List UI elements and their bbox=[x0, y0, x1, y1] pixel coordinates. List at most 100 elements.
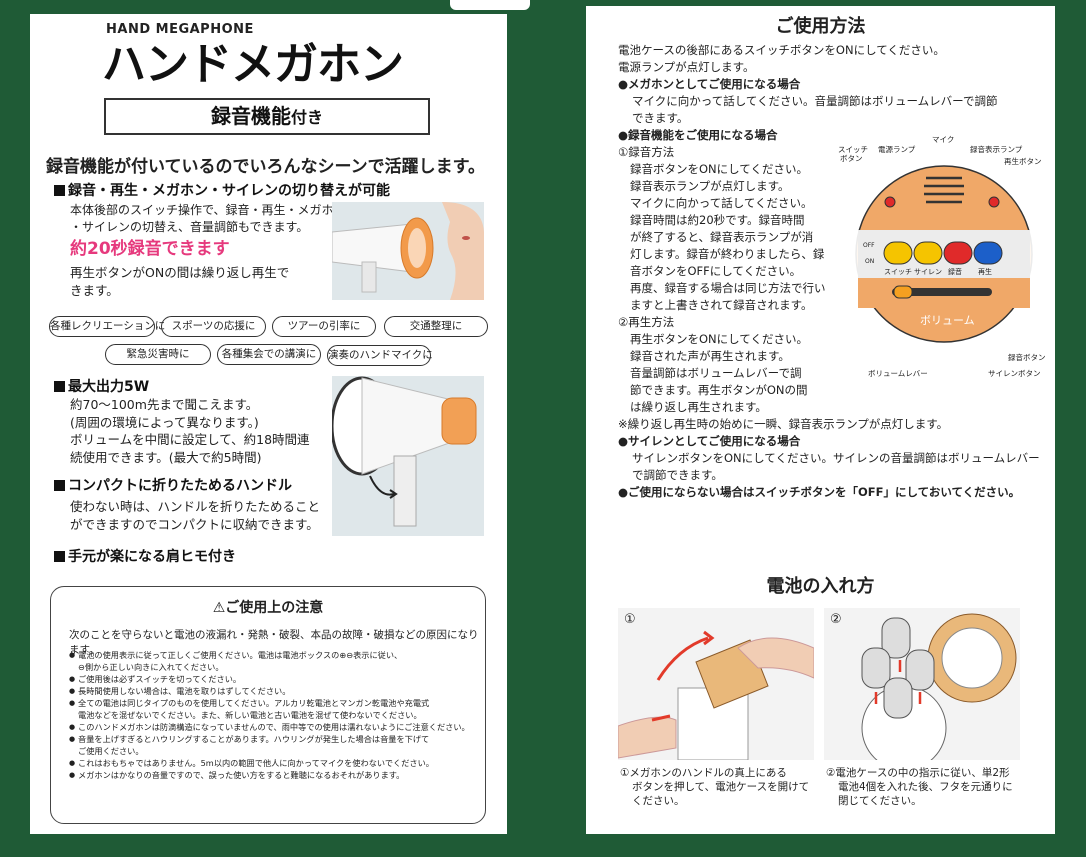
section-heading-output: 最大出力5W bbox=[54, 376, 149, 396]
battery-step1-image: ① bbox=[617, 608, 815, 761]
on-label: ON bbox=[865, 258, 875, 265]
btn-label-switch: スイッチ bbox=[884, 268, 912, 276]
text-line: 録音表示ランプが点灯します。 bbox=[630, 179, 790, 193]
text-line: ①メガホンのハンドルの真上にある bbox=[620, 767, 787, 779]
section-heading-switch: 録音・再生・メガホン・サイレンの切り替えが可能 bbox=[54, 180, 390, 200]
label-switch: スイッチ bbox=[838, 145, 868, 154]
text-line: 音量調節はボリュームレバーで調 bbox=[630, 366, 802, 380]
text-line: が終了すると、録音表示ランプが消 bbox=[630, 230, 814, 244]
pill-recreation: 各種レクリエーションに bbox=[49, 316, 165, 337]
battery-step2-image: ② bbox=[824, 608, 1020, 771]
battery-title: 電池の入れ方 bbox=[766, 576, 875, 597]
label-switch-2: ボタン bbox=[840, 154, 863, 163]
text-line: 電源ランプが点灯します。 bbox=[618, 60, 755, 74]
text-line: 録音された声が再生されます。 bbox=[630, 349, 790, 363]
text-line: サイレンボタンをONにしてください。サイレンの音量調節はボリュームレバー bbox=[632, 451, 1040, 465]
text-line: ください。 bbox=[632, 795, 685, 807]
usage-title: ご使用方法 bbox=[775, 16, 866, 37]
caution-item: ご使用後は必ずスイッチを切ってください。 bbox=[69, 673, 479, 685]
text-line: 音ボタンをOFFにしてください。 bbox=[630, 264, 802, 278]
caution-box: ⚠ご使用上の注意 次のことを守らないと電池の液漏れ・発熱・破裂、本品の故障・破損… bbox=[50, 586, 486, 824]
recording-highlight: 約20秒録音できます bbox=[70, 239, 230, 259]
text-line: 節できます。再生ボタンがONの間 bbox=[630, 383, 808, 397]
label-volume-lever: ボリュームレバー bbox=[868, 369, 928, 378]
text-line: 約70〜100m先まで聞こえます。 bbox=[70, 397, 259, 412]
text-line: 本体後部のスイッチ操作で、録音・再生・メガホン bbox=[70, 203, 346, 217]
pill-performance: 演奏のハンドマイクに bbox=[327, 345, 433, 366]
caution-list: 電池の使用表示に従って正しくご使用ください。電池は電池ボックスの⊕⊖表示に従い、… bbox=[69, 649, 479, 781]
megaphone-photo-2 bbox=[332, 376, 484, 536]
insert-batteries-illustration bbox=[861, 613, 1017, 771]
folding-handle-illustration bbox=[332, 376, 484, 536]
step2-caption: ②電池ケースの中の指示に従い、単2形 電池4個を入れた後、フタを元通りに 閉じて… bbox=[826, 766, 1013, 808]
text-line: (周囲の環境によって異なります。) bbox=[70, 414, 259, 430]
text-line: 電池ケースの後部にあるスイッチボタンをONにしてください。 bbox=[618, 43, 945, 57]
megaphone-mode-heading: ●メガホンとしてご使用になる場合 bbox=[618, 77, 801, 91]
step2-number: ② bbox=[830, 612, 842, 627]
off-label: OFF bbox=[863, 242, 875, 249]
product-title: ハンドメガホン bbox=[102, 39, 404, 90]
text-line: 続使用できます。(最大で約5時間) bbox=[70, 449, 262, 465]
text-line: 再生ボタンがONの間は繰り返し再生で bbox=[70, 265, 290, 280]
caution-title-row: ⚠ご使用上の注意 bbox=[51, 597, 485, 617]
off-note: ●ご使用にならない場合はスイッチボタンを「OFF」にしておいてください。 bbox=[618, 485, 1021, 499]
warning-icon: ⚠ bbox=[212, 600, 226, 616]
playback-method-heading: ②再生方法 bbox=[618, 315, 675, 329]
caution-item: 全ての電池は同じタイプのものを使用してください。アルカリ乾電池とマンガン乾電池や… bbox=[69, 697, 479, 709]
usage-intro: 電池ケースの後部にあるスイッチボタンをONにしてください。 電源ランプが点灯しま… bbox=[618, 42, 997, 161]
caution-item-cont: ⊖側から正しい向きに入れてください。 bbox=[78, 662, 224, 672]
caution-title: ご使用上の注意 bbox=[225, 600, 324, 616]
pill-tour: ツアーの引率に bbox=[272, 316, 376, 337]
open-battery-case-illustration bbox=[617, 630, 815, 761]
text-line: 再生ボタンをONにしてください。 bbox=[630, 332, 808, 346]
text-line: 録音ボタンをONにしてください。 bbox=[630, 162, 808, 176]
feature-box-label: 録音機能 bbox=[210, 104, 291, 128]
control-panel-diagram: OFF ON スイッチ サイレン 録音 再生 ボリューム マイク スイッチ ボタ… bbox=[838, 130, 1050, 380]
text-line: 閉じてください。 bbox=[838, 795, 922, 807]
text-line: ボタンを押して、電池ケースを開けて bbox=[632, 781, 810, 793]
label-rec-lamp: 録音表示ランプ bbox=[970, 145, 1023, 154]
text-line: できます。 bbox=[632, 111, 689, 125]
section-body-output: 約70〜100m先まで聞こえます。 (周囲の環境によって異なります。) ボリュー… bbox=[70, 396, 310, 466]
step1-number: ① bbox=[624, 612, 636, 627]
label-mic: マイク bbox=[932, 135, 955, 144]
lead-text: 録音機能が付いているのでいろんなシーンで活躍します。 bbox=[46, 157, 485, 177]
label-play-button: 再生ボタン bbox=[1004, 157, 1042, 166]
recording-steps: 録音ボタンをONにしてください。 録音表示ランプが点灯します。 マイクに向かって… bbox=[630, 161, 826, 314]
text-line: 灯します。録音が終わりましたら、録 bbox=[630, 247, 825, 261]
btn-label-rec: 録音 bbox=[948, 268, 962, 276]
text-line: マイクに向かって話してください。 bbox=[630, 196, 813, 210]
product-subtitle: HAND MEGAPHONE bbox=[106, 22, 254, 37]
left-panel: HAND MEGAPHONE ハンドメガホン 録音機能付き 録音機能が付いている… bbox=[30, 14, 507, 834]
pill-traffic: 交通整理に bbox=[384, 316, 488, 337]
playback-steps: 再生ボタンをONにしてください。 録音された声が再生されます。 音量調節はボリュ… bbox=[630, 331, 808, 416]
text-line: 電池4個を入れた後、フタを元通りに bbox=[838, 781, 1013, 793]
caution-item: 長時間使用しない場合は、電池を取りはずしてください。 bbox=[69, 685, 479, 697]
usage-notes: ※繰り返し再生時の始めに一瞬、録音表示ランプが点灯します。 ●サイレンとしてご使… bbox=[618, 416, 1040, 501]
recording-mode-heading: ●録音機能をご使用になる場合 bbox=[618, 128, 778, 142]
label-rec-button: 録音ボタン bbox=[1008, 353, 1046, 362]
pill-disaster: 緊急災害時に bbox=[105, 344, 211, 365]
text-line: 再度、録音する場合は同じ方法で行い bbox=[630, 281, 826, 295]
pill-sports: スポーツの応援に bbox=[161, 316, 266, 337]
caution-item: これはおもちゃではありません。5m以内の範囲で他人に向かってマイクを使わないでく… bbox=[69, 757, 479, 769]
caution-item: メガホンはかなりの音量ですので、誤った使い方をすると難聴になるおそれがあります。 bbox=[69, 769, 479, 781]
feature-box: 録音機能付き bbox=[104, 98, 430, 135]
btn-label-siren: サイレン bbox=[914, 268, 942, 276]
section-heading-strap: 手元が楽になる肩ヒモ付き bbox=[54, 546, 236, 566]
siren-mode-heading: ●サイレンとしてご使用になる場合 bbox=[618, 434, 801, 448]
text-line: は繰り返し再生されます。 bbox=[630, 400, 767, 414]
text-line: で調節できます。 bbox=[632, 468, 723, 482]
text-line: ・サイレンの切替え、音量調節もできます。 bbox=[70, 220, 309, 234]
btn-label-play: 再生 bbox=[978, 268, 992, 276]
text-line: マイクに向かって話してください。音量調節はボリュームレバーで調節 bbox=[632, 94, 998, 108]
section-body-handle: 使わない時は、ハンドルを折りたためること ができますのでコンパクトに収納できます… bbox=[70, 498, 320, 533]
control-panel-svg bbox=[854, 165, 1034, 343]
label-siren-button: サイレンボタン bbox=[988, 369, 1041, 378]
step1-caption: ①メガホンのハンドルの真上にある ボタンを押して、電池ケースを開けて ください。 bbox=[620, 766, 809, 808]
caution-item: このハンドメガホンは防滴構造になっていませんので、雨中等での使用は濡れないように… bbox=[69, 721, 479, 733]
recording-method-heading: ①録音方法 bbox=[618, 145, 675, 159]
text-line: ますと上書きされて録音されます。 bbox=[630, 298, 813, 312]
caution-item: 電池の使用表示に従って正しくご使用ください。電池は電池ボックスの⊕⊖表示に従い、 bbox=[69, 649, 479, 661]
top-tab-decoration bbox=[450, 0, 530, 10]
